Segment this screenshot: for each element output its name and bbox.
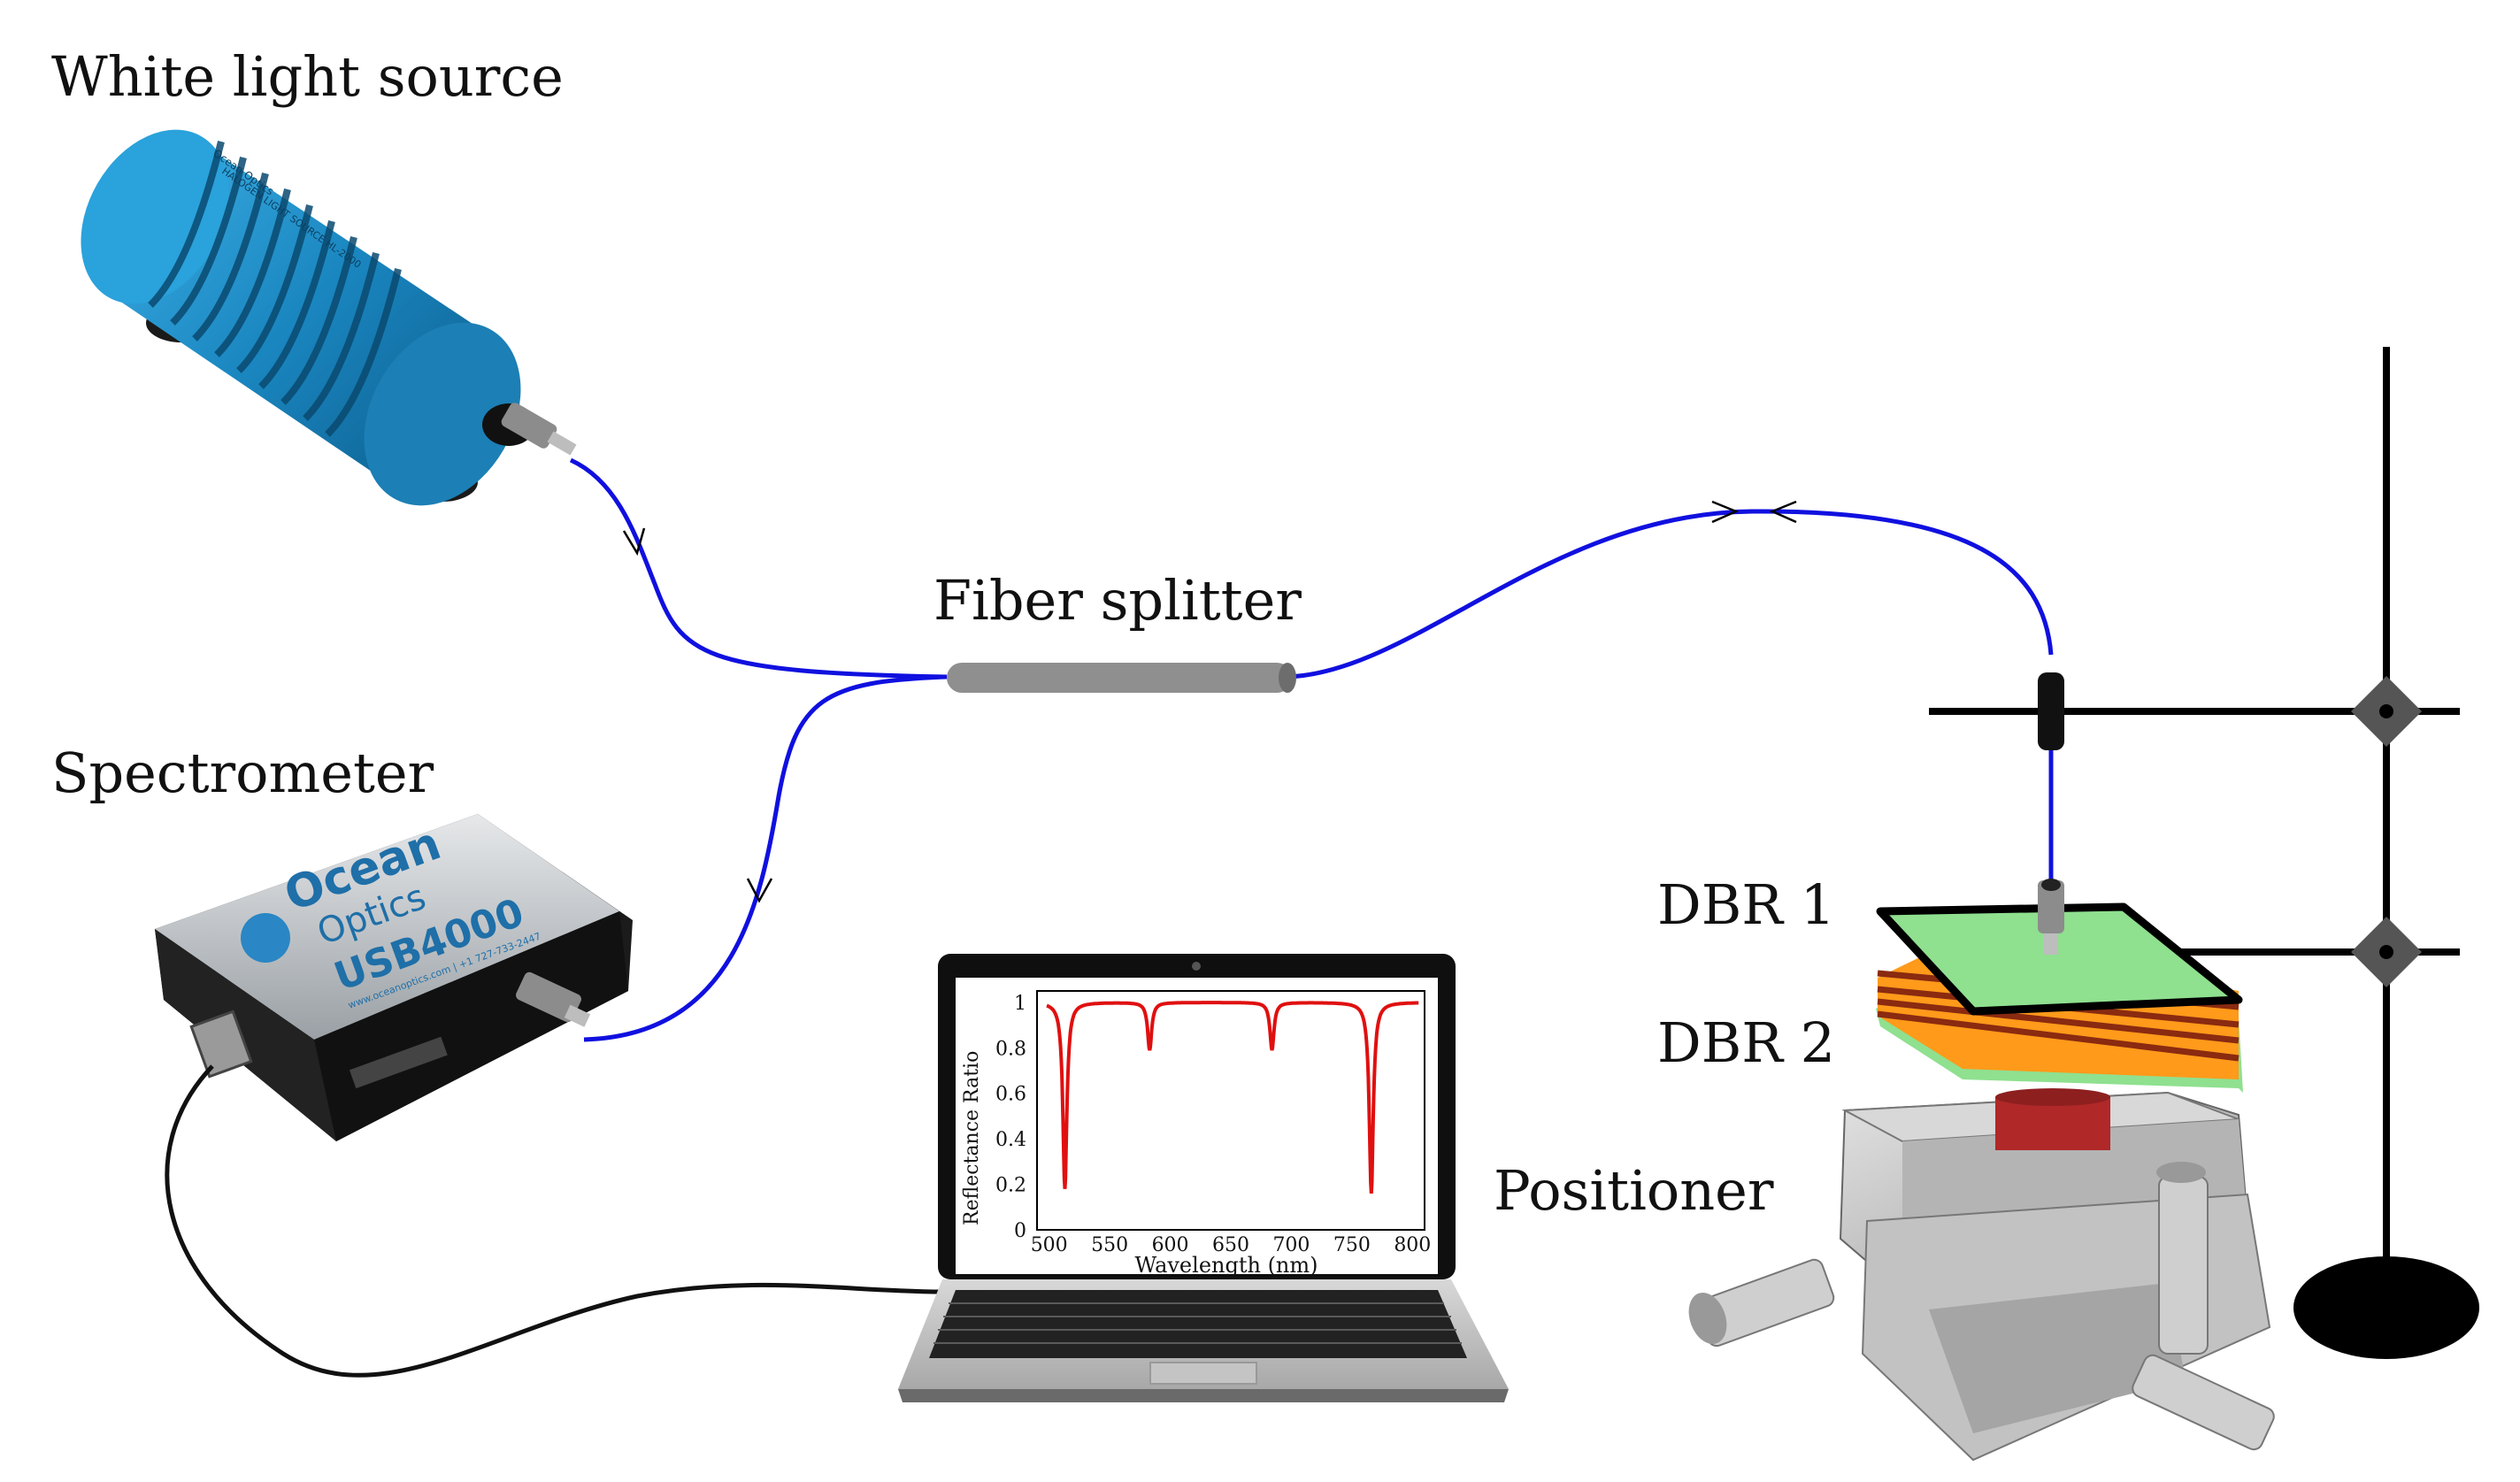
reflectance-chart: 0 0.2 0.4 0.6 0.8 1 500 550 600 650 700 750 800 Wav… <box>961 990 1432 1278</box>
usb-port <box>189 1010 253 1079</box>
label-dbr2: DBR 2 <box>1657 1010 1835 1075</box>
laptop <box>898 954 1509 1402</box>
x-tick-labels: 500 550 600 650 700 750 800 <box>1031 1234 1432 1256</box>
y-tick-label: 0.6 <box>995 1084 1026 1106</box>
lower-clamp-icon <box>2351 917 2422 987</box>
reflectance-line <box>1046 1001 1419 1194</box>
laptop-screen <box>956 978 1438 1274</box>
spectrometer-vent <box>349 1036 448 1089</box>
arrow-right-probe-fiber <box>1711 500 1740 524</box>
fiber-probe <box>2038 880 2064 933</box>
y-tick-label: 0.2 <box>995 1175 1026 1197</box>
positioner <box>1688 1088 2275 1462</box>
plot-series <box>1046 1001 1419 1194</box>
upper-clamp-icon <box>2351 676 2422 747</box>
ocean-optics-logo-icon <box>241 913 290 963</box>
arrow-down-source-fiber <box>622 527 646 557</box>
laptop-touchpad <box>1149 1362 1257 1385</box>
y-tick-label: 1 <box>1014 993 1026 1015</box>
plot-frame <box>1036 990 1425 1231</box>
x-tick-label: 800 <box>1394 1234 1431 1256</box>
y-tick-label: 0.4 <box>995 1129 1026 1151</box>
micrometer-z-icon <box>2132 1354 2275 1451</box>
fiber-direction-arrows <box>622 500 1797 903</box>
optical-fibers <box>569 457 2054 1042</box>
arrow-down-spectrometer-fiber <box>746 878 773 903</box>
x-tick-label: 650 <box>1212 1234 1249 1256</box>
lab-stand <box>1929 347 2479 1359</box>
y-tick-labels: 0 0.2 0.4 0.6 0.8 1 <box>995 993 1026 1242</box>
label-spectrometer: Spectrometer <box>51 741 434 805</box>
fiber-splitter-to-spectrometer <box>583 674 948 1042</box>
x-axis-label: Wavelength (nm) <box>1134 1253 1318 1278</box>
label-dbr1: DBR 1 <box>1657 872 1835 937</box>
spectrometer-fiber-connector <box>516 971 581 1023</box>
stand-base <box>2293 1256 2479 1359</box>
webcam-icon <box>1192 962 1201 971</box>
label-positioner: Positioner <box>1494 1158 1774 1223</box>
fiber-splitter <box>947 663 1296 693</box>
y-tick-label: 0.8 <box>995 1038 1026 1060</box>
dbr-stack <box>1876 879 2243 1093</box>
fiber-splitter-to-probe <box>1287 509 2054 680</box>
spectrometer: Ocean Optics USB4000 www.oceanoptics.com… <box>155 814 633 1141</box>
y-tick-label: 0 <box>1014 1220 1026 1242</box>
x-tick-label: 550 <box>1091 1234 1128 1256</box>
label-white-light-source: White light source <box>51 44 564 109</box>
fiber-holder <box>2038 672 2064 750</box>
x-tick-label: 500 <box>1031 1234 1068 1256</box>
laptop-keyboard <box>929 1290 1467 1358</box>
fiber-source-to-splitter <box>569 457 948 680</box>
micrometer-y-icon <box>2156 1162 2209 1355</box>
x-tick-label: 700 <box>1272 1234 1310 1256</box>
x-tick-label: 750 <box>1333 1234 1371 1256</box>
usb-cable <box>165 1064 943 1378</box>
white-light-source: HALOGEN LIGHT SOURCE HL-2000 Ocean Optic… <box>81 129 577 506</box>
y-axis-label: Reflectance Ratio <box>961 1051 983 1225</box>
label-fiber-splitter: Fiber splitter <box>933 568 1302 633</box>
x-tick-label: 600 <box>1152 1234 1189 1256</box>
arrow-left-probe-fiber <box>1769 500 1797 524</box>
micrometer-x-icon <box>1688 1258 1835 1348</box>
